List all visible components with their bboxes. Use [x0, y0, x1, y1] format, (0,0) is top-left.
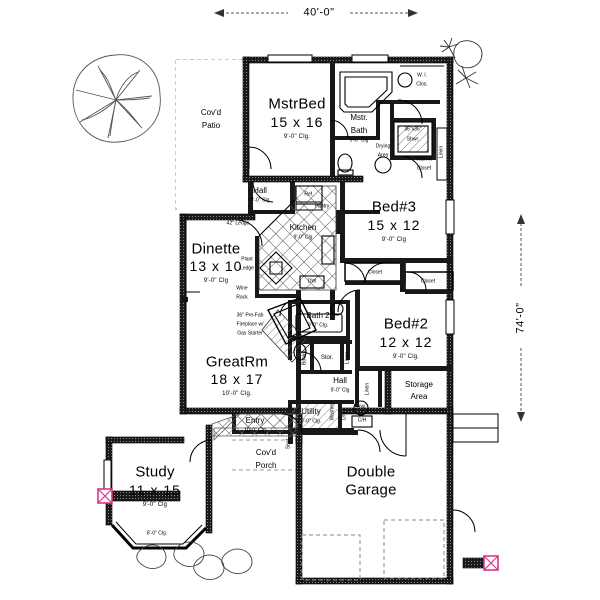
shrub-cluster-icon [136, 541, 253, 580]
room-dim-greatrm: 18 x 17 [210, 371, 264, 387]
room-clg-bed2: 9'-0" Clg. [392, 354, 420, 360]
study-bay-inner [115, 521, 203, 545]
room-label-kitchen: Kitchen [289, 223, 317, 232]
ledge-42-label: 42" Ledge [226, 220, 250, 227]
closet-label-b: Closet [420, 278, 436, 285]
plant-ledge-label-line2: Ledge [240, 265, 254, 272]
right-dimension-label: 74'-0" [514, 302, 527, 334]
garage-door-lines [301, 519, 445, 581]
room-clg-hall-top: 9'-0" Clg [250, 197, 270, 204]
fireplace-note-line3: Gas Starter [237, 330, 263, 337]
linen-label-hall: Linen [364, 382, 371, 396]
room-label-greatrm: GreatRm [205, 353, 269, 371]
wl-closet-label-line2: Clos. [416, 81, 428, 88]
top-dimension-label: 40'-0" [303, 6, 335, 19]
room-clg-hall-mid: 9'-0" Clg [330, 387, 350, 394]
fixtures [259, 65, 444, 428]
fence-left [97, 488, 181, 504]
hot-water-label: HW [356, 404, 366, 411]
washer-label: Washer [329, 403, 336, 421]
study-bay [110, 523, 208, 550]
room-label-utility: Utility [301, 407, 321, 416]
room-label-study: Study [135, 463, 175, 481]
storage-area-label-line2: Area [410, 392, 428, 401]
wl-closet-label-line1: W. l. [417, 72, 427, 79]
covered-patio-label-line1: Cov'd [200, 108, 222, 117]
linen-label-mstr: Linen [438, 145, 445, 159]
room-label-mstrbed: MstrBed [268, 95, 326, 113]
room-clg-mstrbed: 9'-0" Clg. [283, 134, 311, 140]
walkin-closet-label-line1: Walk-in [415, 156, 433, 163]
drying-area-label-line2: Area [377, 152, 389, 159]
room-label-mstr-bath-line1: Mstr. [350, 113, 368, 122]
room-label-dinette: Dinette [191, 240, 241, 258]
exterior-walls [105, 56, 454, 585]
books-label: Books [301, 351, 308, 365]
room-clg-dinette: 9'-0" Clg [203, 278, 229, 284]
room-label-mstr-bath-line2: Bath [350, 126, 368, 135]
drying-area-label-line1: Drying [375, 143, 391, 150]
entry-tile-hatch [211, 413, 297, 441]
seat-label: Seat [285, 438, 292, 450]
covered-porch-label-line2: Porch [255, 461, 277, 470]
room-dim-dinette: 13 x 10 [189, 258, 243, 274]
room-clg-bath2: 9'-0" Clg. [307, 322, 329, 329]
closet-label-a: Closet [367, 269, 383, 276]
tree-icon [72, 54, 161, 143]
linen-label-great: Linen [344, 351, 351, 365]
study-bay-clg-label: 8'-0" Clg. [146, 530, 168, 537]
room-label-bed2: Bed#2 [383, 315, 429, 333]
fireplace-note-line1: 36" Pre-Fab [236, 312, 264, 319]
dishwasher-label: DW [307, 278, 317, 285]
covered-patio-label-line2: Patio [201, 121, 221, 130]
covered-patio [176, 60, 243, 208]
room-dim-bed2: 12 x 12 [379, 334, 433, 350]
detail-lines [185, 199, 323, 414]
refrigerator-label: Ref. [304, 191, 314, 198]
fireplace-note-line2: Fireplace w/ [236, 321, 264, 328]
room-clg-mstr-bath: 9'-0" Clg [349, 137, 369, 144]
door-swings [189, 99, 476, 533]
shrub-icon [439, 37, 483, 89]
right-exterior-stoop [452, 413, 499, 443]
dryer-label: Dry [341, 412, 348, 420]
room-label-entry: Entry [245, 416, 265, 425]
pantry-label: Pantry [314, 203, 330, 210]
room-clg-kitchen: 9'-0" Clg [293, 234, 313, 241]
utility-hatch [292, 404, 338, 428]
room-dim-mstrbed: 15 x 16 [270, 114, 324, 130]
top-dimension-line [214, 9, 418, 17]
walkin-closet-label-line2: Closet [416, 165, 432, 172]
room-dim-study: 11 x 15 [129, 482, 181, 498]
central-heat-label: C/H [357, 417, 367, 424]
room-clg-bed3: 9'-0" Clg [381, 237, 407, 243]
room-label-garage-line1: Double [346, 463, 396, 481]
plant-ledge-label-line1: Plant [241, 256, 253, 263]
storage-area-label-line1: Storage [404, 380, 434, 389]
room-label-hall-top: Hall [253, 186, 267, 195]
right-dimension-line [517, 214, 525, 422]
room-label-hall-mid: Hall [333, 376, 347, 385]
shower-label-line2: Shwr. [406, 136, 420, 143]
fence-right [462, 555, 499, 571]
shower-label-line1: 36"x36" [404, 126, 422, 133]
room-dim-bed3: 15 x 12 [367, 217, 421, 233]
storage-closet-label: Stor. [320, 355, 334, 361]
covered-porch-label-line1: Cov'd [255, 448, 277, 457]
room-label-bath2: Bath 2 [306, 311, 330, 320]
room-label-garage-line2: Garage [345, 481, 397, 499]
room-clg-study: 9'-0" Clg [142, 502, 168, 508]
wine-rack-label-line1: Wine [236, 285, 248, 292]
room-clg-greatrm: 10'-0" Clg. [222, 391, 252, 397]
room-label-bed3: Bed#3 [371, 198, 417, 216]
room-clg-utility: 9'-0" Clg. [300, 418, 322, 425]
room-clg-entry: 10'-0" Clg [244, 427, 266, 434]
wine-rack-label-line2: Rack [236, 294, 248, 301]
